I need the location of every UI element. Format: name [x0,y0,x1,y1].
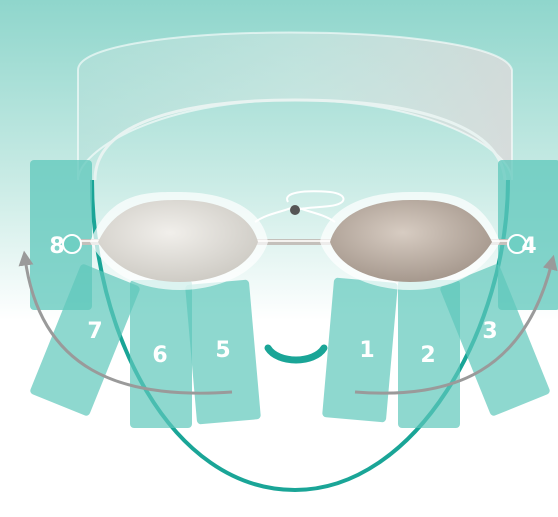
label-2: 2 [420,343,435,368]
label-6: 6 [152,343,167,368]
goggle-bead [290,205,300,215]
label-1: 1 [359,338,374,363]
label-5: 5 [215,338,230,363]
label-3: 3 [482,319,497,344]
left-knob [63,235,81,253]
label-4: 4 [521,234,536,259]
label-8: 8 [49,234,64,259]
label-7: 7 [87,319,102,344]
